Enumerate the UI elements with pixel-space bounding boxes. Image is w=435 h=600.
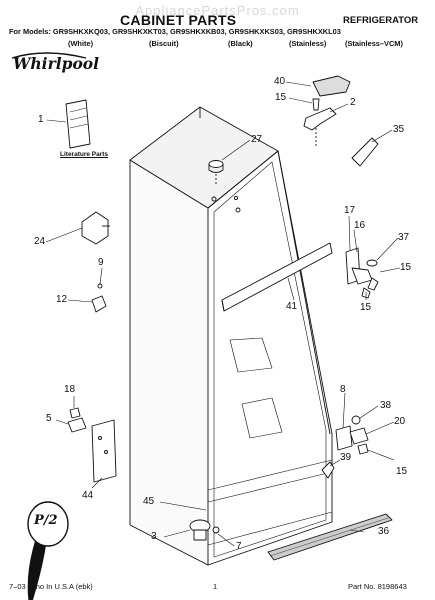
callout-12: 12 [56, 294, 68, 305]
part-20-hinge-pin [349, 427, 369, 445]
part-2-top-hinge [303, 107, 337, 131]
footer-part-number: Part No. 8198643 [348, 582, 407, 591]
callout-2: 2 [350, 97, 356, 108]
callout-20: 20 [394, 416, 406, 427]
literature-parts-label: Literature Parts [60, 151, 109, 158]
part-18-screw [69, 407, 81, 419]
callout-41: 41 [286, 301, 298, 312]
variant-stainless-vcm: (Stainless–VCM) [345, 39, 403, 48]
callout-7: 7 [236, 541, 242, 552]
part-5-bracket [67, 417, 87, 433]
part-two-badge [27, 501, 69, 547]
callout-15-bottom: 15 [396, 466, 408, 477]
divider-rail [221, 242, 333, 312]
category-label: REFRIGERATOR [343, 15, 419, 26]
brand-swoosh [11, 52, 87, 59]
part-7-screw [212, 526, 220, 534]
top-screw [211, 196, 217, 202]
callout-18: 18 [64, 384, 76, 395]
part-36-toe-grille [267, 513, 393, 561]
part-27-cap [208, 160, 224, 168]
part-9-screw [97, 283, 103, 289]
variant-biscuit: (Biscuit) [149, 39, 179, 48]
cabinet-left-side [129, 159, 209, 566]
part-39-clip [321, 461, 335, 479]
callout-38: 38 [380, 400, 392, 411]
part-two-badge-text: P/2 [34, 513, 58, 528]
callout-45: 45 [143, 496, 155, 507]
variant-black: (Black) [228, 39, 253, 48]
brand-logo: Whirlpool [9, 51, 99, 77]
callout-35: 35 [393, 124, 405, 135]
callout-40: 40 [274, 76, 286, 87]
interior-liner-bump [229, 337, 273, 373]
callout-16: 16 [354, 220, 366, 231]
part-44-panel [91, 419, 117, 483]
part-38-washer [351, 415, 361, 425]
callout-27: 27 [251, 134, 263, 145]
part-40-hinge-cover [312, 75, 351, 97]
callout-9: 9 [98, 257, 104, 268]
part-8-bottom-hinge [335, 425, 353, 451]
callout-24: 24 [34, 236, 46, 247]
watermark: AppliancePartsPros.com [135, 3, 300, 18]
interior-liner-bump [241, 397, 283, 439]
callout-15-top: 15 [275, 92, 287, 103]
variant-stainless: (Stainless) [289, 39, 327, 48]
part-12-bracket [91, 295, 107, 313]
page-title: CABINET PARTS [120, 12, 237, 28]
part-24-door-hinge [81, 211, 109, 245]
part-1-literature [65, 99, 91, 149]
models-line: For Models: GR9SHKXKQ03, GR9SHKXKT03, GR… [9, 27, 341, 36]
callout-36: 36 [378, 526, 390, 537]
footer-litho: 7–03 Litho In U.S.A (ebk) [9, 582, 93, 591]
brand-logo-text: Whirlpool [13, 54, 100, 73]
cabinet-front-opening [213, 161, 327, 558]
top-screw [235, 207, 241, 213]
callout-15-right: 15 [400, 262, 412, 273]
callout-37: 37 [398, 232, 410, 243]
cabinet-front-edge [207, 150, 333, 566]
callout-8: 8 [340, 384, 346, 395]
callout-15-mid: 15 [360, 302, 372, 313]
callout-5: 5 [46, 413, 52, 424]
callout-17: 17 [344, 205, 356, 216]
footer-page-number: 1 [213, 582, 218, 591]
callout-39: 39 [340, 452, 352, 463]
variant-white: (White) [68, 39, 94, 48]
callout-44: 44 [82, 490, 94, 501]
part-35-bracket [351, 137, 379, 167]
callout-3: 3 [151, 531, 157, 542]
part-37-washer [366, 259, 378, 267]
callout-1: 1 [38, 114, 44, 125]
